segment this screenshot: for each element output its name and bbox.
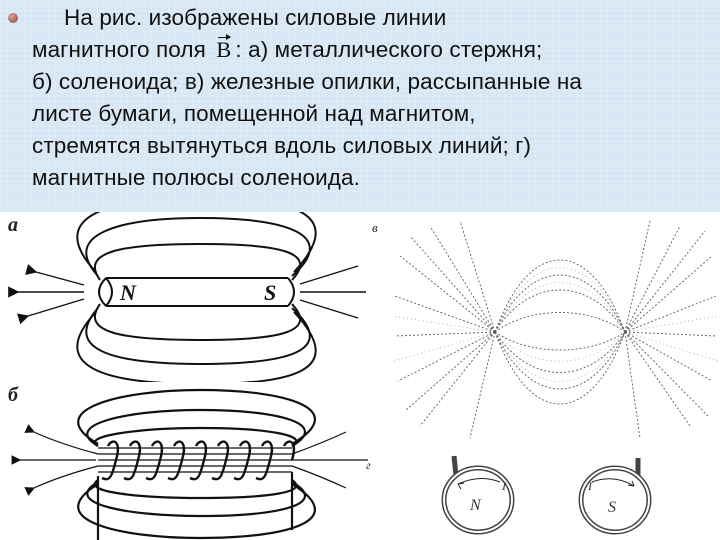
line-2-end: : а) металлического стержня; xyxy=(235,37,543,62)
panel-b-solenoid-diagram xyxy=(11,388,368,540)
paragraph-line-4: листе бумаги, помещенной над магнитом, xyxy=(32,101,476,126)
coil-south-label: S xyxy=(608,499,616,516)
current-label-left: I xyxy=(501,479,507,493)
rod-south-label: S xyxy=(264,280,276,305)
panel-g-label: г xyxy=(366,458,371,472)
slide-text-area: На рис. изображены силовые линии магнитн… xyxy=(0,0,720,212)
paragraph-line-6: магнитные полюсы соленоида. xyxy=(32,165,360,190)
magnetic-field-figure: а б в г xyxy=(0,212,720,540)
paragraph-line-5: стремятся вытянуться вдоль силовых линий… xyxy=(32,133,532,158)
paragraph-line-2: магнитного поля B: а) металлического сте… xyxy=(32,34,718,66)
panel-g-coil-poles: N S I I xyxy=(441,455,652,535)
paragraph-line-1: На рис. изображены силовые линии xyxy=(64,5,447,30)
panel-a-rod-diagram: N S xyxy=(8,212,366,382)
bullet-icon xyxy=(8,13,18,23)
paragraph-line-3: б) соленоида; в) железные опилки, рассып… xyxy=(32,69,583,94)
panel-v-iron-filings xyxy=(391,220,719,439)
panel-b-label: б xyxy=(8,384,18,406)
line-2-start: магнитного поля xyxy=(32,37,206,62)
vector-b-symbol: B xyxy=(216,34,232,66)
panel-v-label: в xyxy=(372,220,378,235)
panel-a-label: а xyxy=(8,214,18,236)
rod-north-label: N xyxy=(119,280,137,305)
current-label-right: I xyxy=(587,479,593,493)
coil-north-label: N xyxy=(469,497,482,514)
slide-paragraph: На рис. изображены силовые линии магнитн… xyxy=(32,2,718,194)
